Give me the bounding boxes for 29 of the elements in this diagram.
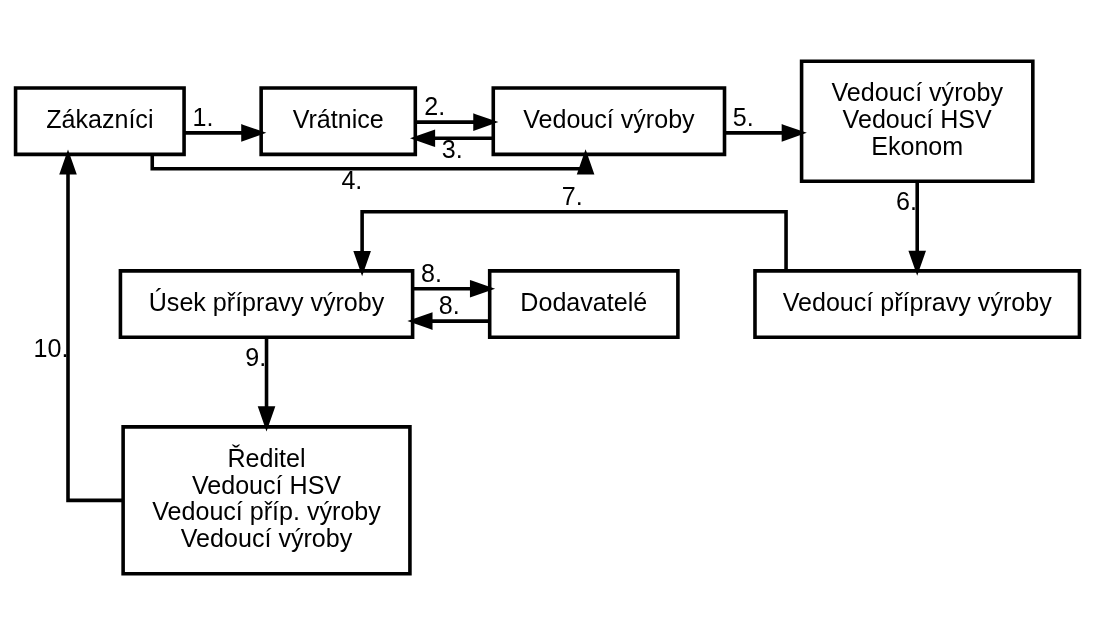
arrow — [908, 181, 926, 276]
node-box: Vedoucí přípravy výroby — [753, 268, 1082, 339]
edge-label: 1. — [192, 102, 214, 131]
arrow — [353, 209, 788, 276]
edge-label: 7. — [561, 181, 583, 210]
arrow — [407, 311, 490, 330]
arrow — [412, 279, 496, 298]
arrow — [59, 148, 123, 502]
edge-label: 3. — [441, 134, 463, 163]
arrow — [409, 128, 493, 147]
arrow — [184, 123, 267, 142]
node-box: Dodavatelé — [487, 268, 680, 339]
edge-label: 5. — [732, 102, 754, 131]
edge-label: 8. — [438, 290, 460, 319]
edge-label: 2. — [424, 91, 446, 120]
node-box: Vedoucí výroby — [491, 85, 727, 156]
arrow — [257, 336, 276, 431]
node-box: Ředitel Vedoucí HSV Vedoucí příp. výroby Vedoucí výroby — [121, 424, 412, 576]
node-box: Vrátnice — [259, 85, 418, 156]
edge-label: 9. — [245, 342, 267, 371]
edge-label: 8. — [420, 258, 442, 287]
node-box: Zákazníci — [13, 85, 186, 156]
edge-label: 4. — [341, 165, 363, 194]
arrow — [150, 148, 595, 174]
node-box: Úsek přípravy výroby — [118, 268, 415, 339]
arrow — [724, 123, 807, 142]
node-box: Vedoucí výroby Vedoucí HSV Ekonom — [799, 58, 1035, 183]
arrow — [415, 112, 499, 131]
edge-label: 6. — [895, 186, 917, 215]
